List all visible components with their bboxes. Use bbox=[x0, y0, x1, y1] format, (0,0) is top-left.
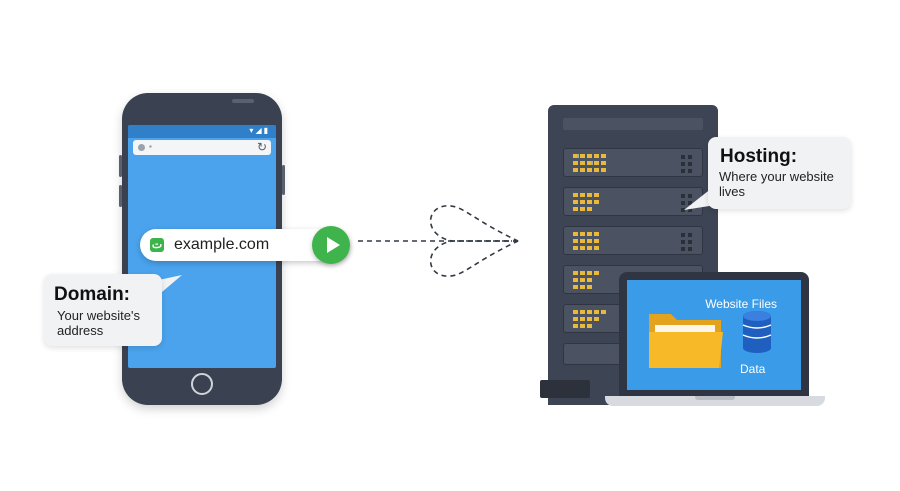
hosting-desc-line2: lives bbox=[719, 184, 746, 199]
database-icon[interactable] bbox=[741, 310, 773, 356]
server-leds bbox=[573, 193, 692, 212]
wifi-icon: ▾ bbox=[249, 126, 256, 135]
laptop-notch bbox=[695, 396, 735, 400]
data-label: Data bbox=[740, 362, 766, 376]
status-bar: ▾◢▮ bbox=[128, 125, 276, 138]
phone-volume-button bbox=[119, 185, 122, 207]
domain-title: Domain: bbox=[54, 284, 130, 305]
hosting-desc-line1: Where your website bbox=[719, 169, 834, 184]
play-icon bbox=[327, 237, 340, 253]
server-leds bbox=[573, 271, 599, 289]
folder-icon[interactable] bbox=[647, 308, 727, 372]
hosting-title: Hosting: bbox=[720, 146, 798, 167]
server-base bbox=[540, 380, 590, 398]
server-leds bbox=[573, 232, 692, 251]
domain-desc-line1: Your website's bbox=[57, 308, 140, 323]
reload-icon[interactable]: ↻ bbox=[256, 140, 267, 154]
server-unit bbox=[563, 187, 703, 216]
server-leds bbox=[573, 310, 606, 328]
domain-desc-line2: address bbox=[57, 323, 104, 338]
browser-address-bar[interactable]: ▪ ↻ bbox=[133, 140, 271, 155]
signal-icon: ◢ bbox=[255, 126, 264, 135]
server-unit bbox=[563, 226, 703, 255]
phone-speaker bbox=[232, 99, 254, 103]
server-top-panel bbox=[563, 118, 703, 130]
url-text: example.com bbox=[174, 236, 270, 253]
phone-volume-button bbox=[119, 155, 122, 177]
lock-icon: ▪ bbox=[149, 142, 152, 151]
laptop-base bbox=[605, 396, 825, 406]
laptop-screen: Website Files Data bbox=[627, 280, 801, 390]
site-info-icon bbox=[138, 144, 145, 151]
server-unit bbox=[563, 148, 703, 177]
home-button[interactable] bbox=[191, 373, 213, 395]
phone-power-button bbox=[282, 165, 285, 195]
go-button[interactable] bbox=[312, 226, 350, 264]
url-logo-icon: ت bbox=[150, 238, 164, 252]
domain-callout: Domain: Your website's address bbox=[44, 274, 162, 346]
battery-icon: ▮ bbox=[263, 126, 270, 135]
website-files-label: Website Files bbox=[705, 297, 777, 311]
server-leds bbox=[573, 154, 692, 173]
heart-arrow-icon bbox=[358, 205, 519, 277]
hosting-callout: Hosting: Where your website lives bbox=[708, 137, 851, 209]
